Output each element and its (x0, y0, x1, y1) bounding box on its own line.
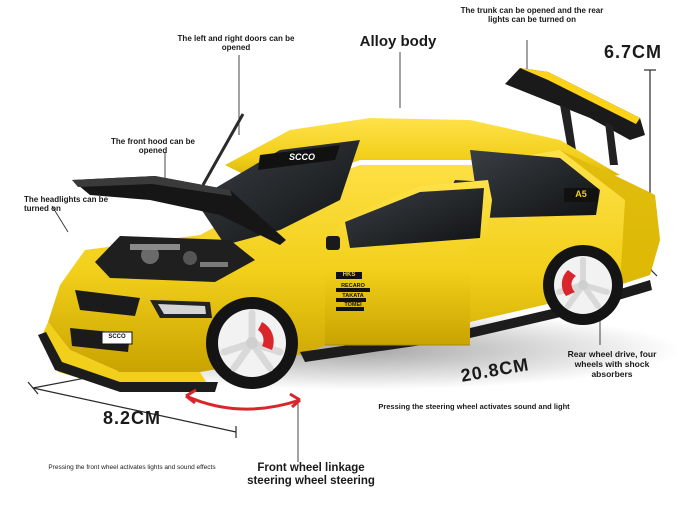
side-decals (101, 188, 598, 345)
front-wheel (206, 297, 298, 389)
trunk-callout: The trunk can be opened and the rear lig… (460, 6, 604, 25)
windshield-banner-text: SCCO (288, 152, 315, 162)
windshield-banner (258, 145, 340, 170)
front-plate-text: SCCO (108, 334, 126, 340)
steering-sound-callout: Pressing the steering wheel activates so… (378, 402, 570, 411)
engine-bay (95, 236, 255, 282)
sponsor-hks: HKS (342, 272, 356, 278)
sponsor-recaro: RECARO (341, 283, 365, 289)
sponsor-tomei: TOMEI (344, 302, 362, 308)
rear-wheel-callout: Rear wheel drive, four wheels with shock… (567, 349, 657, 379)
front-wheel-press-callout: Pressing the front wheel activates light… (48, 464, 216, 471)
doors-callout: The left and right doors can be opened (177, 34, 295, 53)
headlights-callout: The headlights can be turned on (24, 195, 109, 214)
sponsor-takata: TAKATA (342, 293, 364, 299)
height-dimension: 6.7CM (603, 42, 662, 62)
hood-callout: The front hood can be opened (111, 137, 195, 156)
rear-spoiler (505, 68, 645, 165)
rear-decal-text: A5 (575, 189, 587, 199)
alloy-body-callout: Alloy body (359, 33, 437, 50)
front-grille (75, 290, 140, 316)
rear-wheel (543, 245, 623, 325)
steering-arrows (185, 388, 301, 411)
open-front-door (325, 180, 492, 346)
front-wheel-linkage-callout: Front wheel linkage steering wheel steer… (247, 462, 375, 488)
width-dimension: 8.2CM (102, 408, 161, 428)
open-hood (72, 113, 286, 245)
